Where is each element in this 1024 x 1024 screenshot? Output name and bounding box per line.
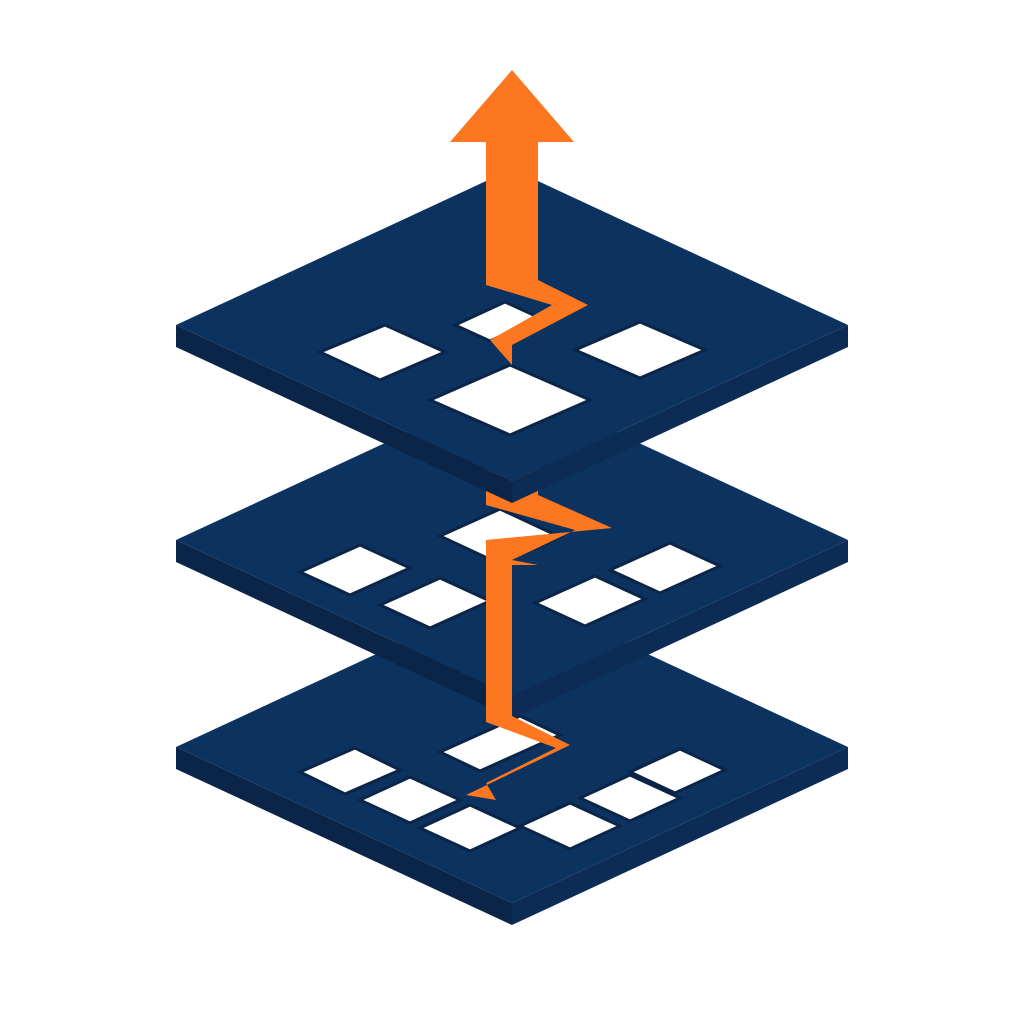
path-segment-top — [486, 140, 588, 365]
bottom-cutout-1 — [296, 746, 404, 796]
path-segment-bottom — [466, 565, 570, 800]
middle-cutout-3 — [531, 574, 649, 628]
bottom-layer-right-edge — [512, 747, 848, 925]
bottom-cutout-2 — [356, 775, 464, 825]
middle-layer — [176, 384, 848, 718]
middle-cutout-1 — [296, 543, 414, 597]
bottom-layer-cutouts — [296, 714, 729, 853]
bottom-cutout-3 — [416, 803, 524, 853]
top-cutout-2 — [426, 363, 594, 437]
bottom-layer — [176, 591, 848, 925]
upward-path-upper — [450, 70, 588, 365]
bottom-cutout-4 — [516, 801, 624, 851]
middle-layer-left-edge — [176, 540, 512, 718]
top-cutout-3 — [571, 320, 709, 380]
bottom-layer-left-edge — [176, 747, 512, 925]
bottom-cutout-5 — [576, 773, 684, 823]
top-cutout-1 — [316, 323, 449, 382]
top-layer-cutouts — [316, 300, 709, 437]
middle-layer-cutouts — [296, 507, 724, 630]
bottom-cutout-6 — [626, 747, 729, 795]
middle-cutout-4 — [606, 541, 724, 595]
top-layer-right-edge — [512, 325, 848, 503]
middle-layer-right-edge — [512, 540, 848, 718]
top-layer — [176, 169, 848, 503]
top-layer-left-edge — [176, 325, 512, 503]
up-arrow-icon — [450, 70, 574, 142]
